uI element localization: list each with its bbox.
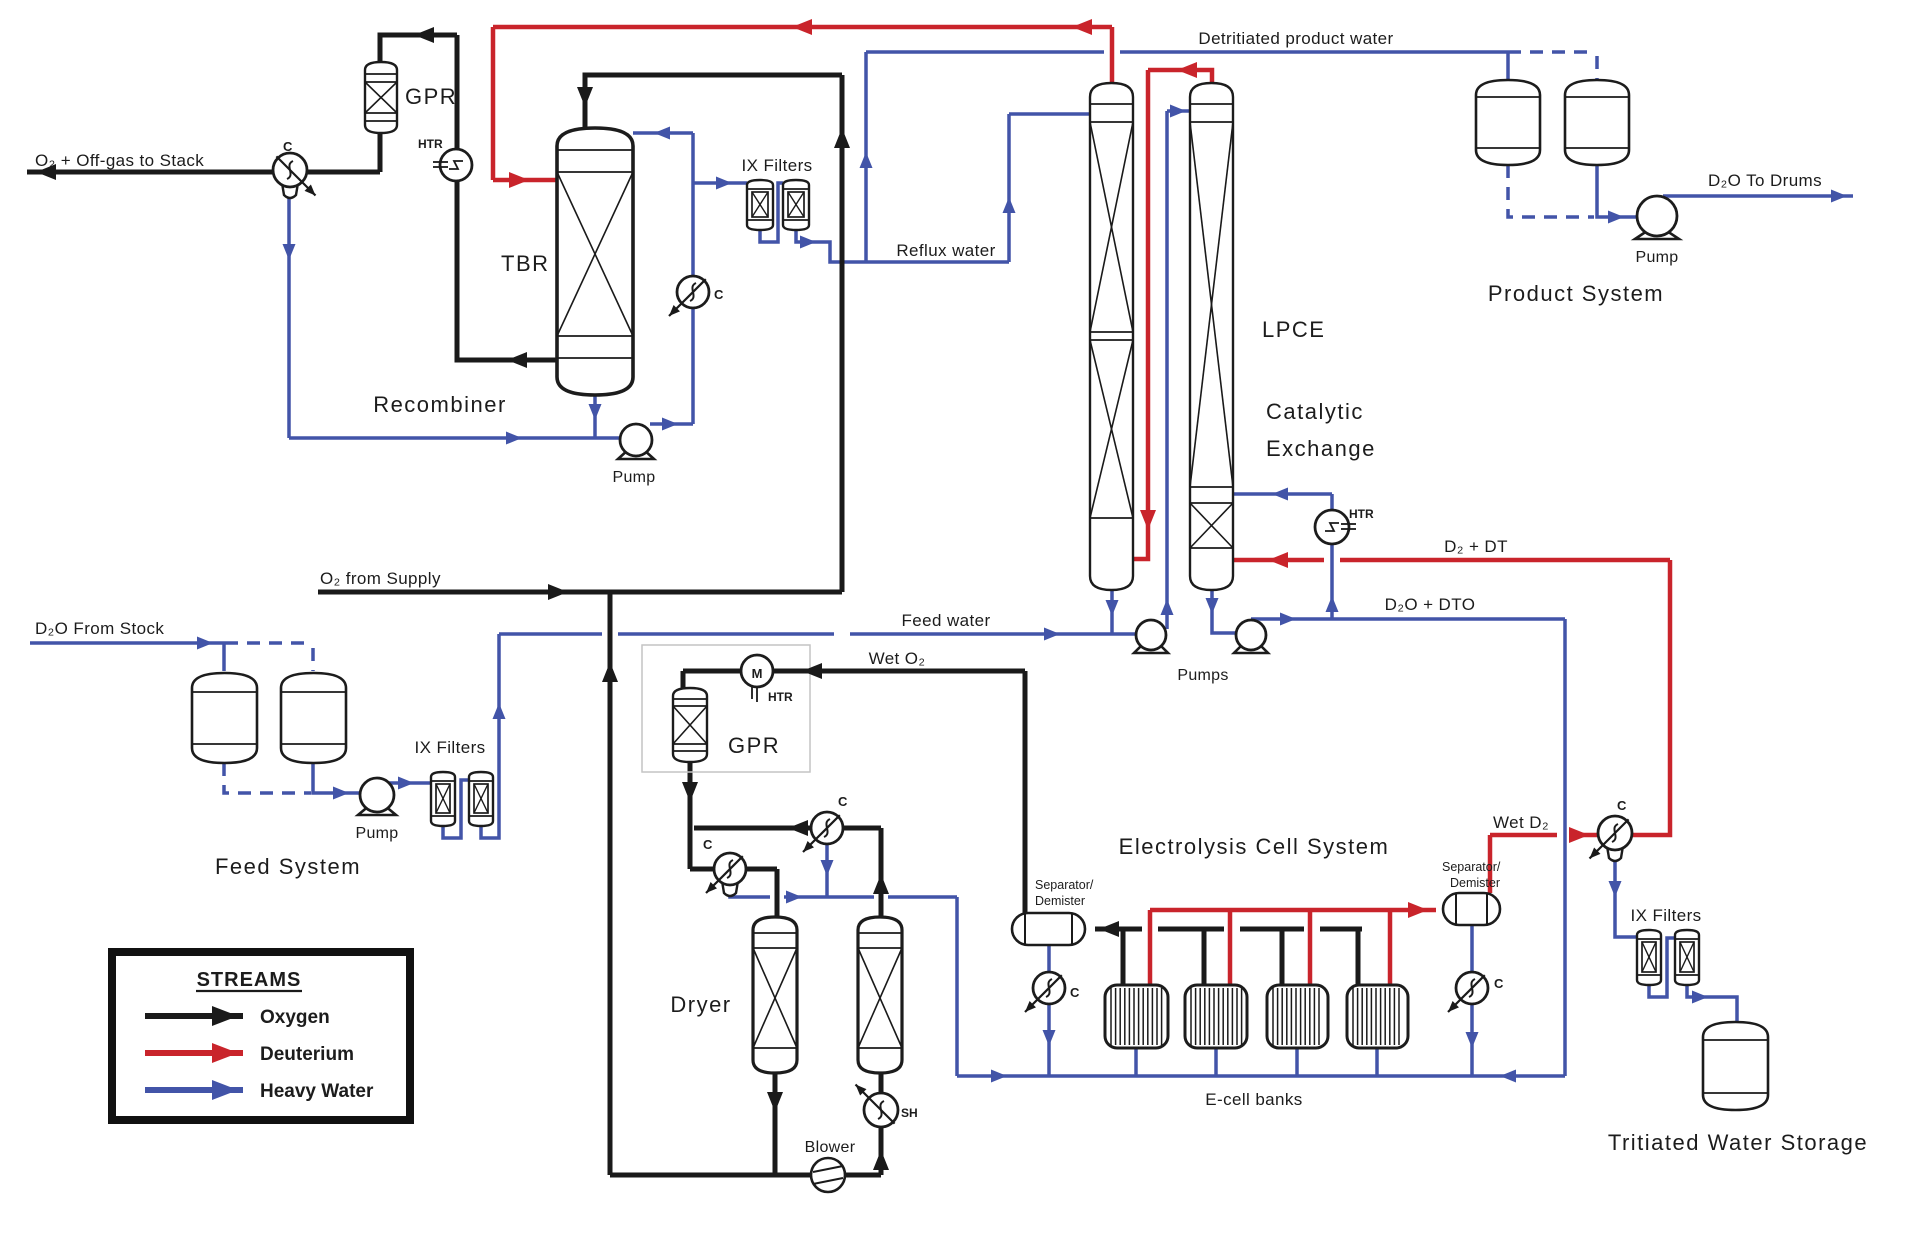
label-exchange: Exchange <box>1266 436 1376 461</box>
label-separator-right: Separator/ <box>1442 860 1501 874</box>
label-htr-top: HTR <box>418 137 443 151</box>
lpce-column-2 <box>1188 81 1235 592</box>
dryer-column-2 <box>856 915 904 1075</box>
e-cell-banks <box>1103 983 1410 1050</box>
heavy-water-lines <box>30 50 1853 1078</box>
htr-recombiner <box>433 147 474 183</box>
label-tbr: TBR <box>501 251 550 276</box>
label-gpr-top: GPR <box>405 84 457 109</box>
label-feed-water: Feed water <box>901 611 990 630</box>
label-reflux-water: Reflux water <box>896 241 995 260</box>
label-tritiated: Tritiated Water Storage <box>1608 1130 1868 1155</box>
label-separator-left: Separator/ <box>1035 878 1094 892</box>
label-ix-filters-trit: IX Filters <box>1630 906 1701 925</box>
label-blower: Blower <box>805 1139 856 1156</box>
label-demister-left: Demister <box>1035 894 1085 908</box>
label-demister-right: Demister <box>1450 876 1500 890</box>
feed-tank-2 <box>279 671 348 765</box>
label-pumps-lpce: Pumps <box>1177 667 1228 684</box>
product-tank-1 <box>1474 78 1542 167</box>
label-c-cooler1: C <box>283 139 293 154</box>
pump-feed <box>354 776 400 817</box>
ix-filters-tritiated <box>1635 928 1701 987</box>
equipment <box>190 60 1770 1194</box>
label-d2-dt: D₂ + DT <box>1444 537 1508 556</box>
label-gpr-mid: GPR <box>728 733 780 758</box>
cooler-ecell-left <box>1024 970 1067 1013</box>
tbr-column <box>555 126 635 397</box>
label-d2o-drums: D₂O To Drums <box>1708 171 1822 190</box>
label-o2-supply: O₂ from Supply <box>320 569 441 588</box>
cooler-wet-d2 <box>1588 814 1634 863</box>
separator-demister-left <box>1010 911 1087 947</box>
gpr-mid-vessel <box>671 686 709 764</box>
label-recombiner: Recombiner <box>373 392 507 417</box>
label-pump-product: Pump <box>1636 249 1679 266</box>
pump-product <box>1630 194 1684 241</box>
label-ix-filters-feed: IX Filters <box>414 738 485 757</box>
diagram-geometry <box>27 19 1853 1194</box>
cooler-stack <box>271 151 317 200</box>
lpce-column-1 <box>1088 81 1135 592</box>
label-d2o-stock: D₂O From Stock <box>35 619 164 638</box>
legend-item-oxygen: Oxygen <box>260 1007 330 1028</box>
legend-item-deuterium: Deuterium <box>260 1044 354 1065</box>
motor-heater-gpr <box>739 653 775 702</box>
label-c-trit: C <box>1617 798 1627 813</box>
ix-filters-feed <box>429 770 495 828</box>
label-catalytic: Catalytic <box>1266 399 1364 424</box>
deuterium-lines <box>490 24 1673 985</box>
label-c-gpr-b: C <box>703 837 713 852</box>
feed-tank-1 <box>190 671 259 765</box>
cooler-dryer-b <box>705 851 748 898</box>
label-lpce: LPCE <box>1262 317 1325 342</box>
streams-legend <box>108 948 414 1124</box>
label-c-cooler2: C <box>714 287 724 302</box>
tritiated-storage-tank <box>1701 1020 1770 1112</box>
pump-recombiner <box>614 422 658 461</box>
label-c-ecell-left: C <box>1070 985 1080 1000</box>
label-ix-filters-top: IX Filters <box>741 156 812 175</box>
label-ecell-banks: E-cell banks <box>1205 1090 1302 1109</box>
label-feed-system: Feed System <box>215 854 361 879</box>
htr-lpce <box>1313 508 1356 546</box>
label-pump-feed: Pump <box>356 825 399 842</box>
label-product-system: Product System <box>1488 281 1664 306</box>
blower <box>809 1156 847 1194</box>
label-d2o-dto: D₂O + DTO <box>1385 595 1476 614</box>
gpr-top-vessel <box>363 60 399 135</box>
label-c-ecell-right: C <box>1494 976 1504 991</box>
pump-lpce-2 <box>1230 618 1272 655</box>
diagram-labels: O₂ + Off-gas to Stack C GPR HTR TBR Reco… <box>35 29 1868 1156</box>
cooler-recombiner <box>668 274 711 317</box>
label-o2-offgas: O₂ + Off-gas to Stack <box>35 151 204 170</box>
label-htr-lpce: HTR <box>1349 507 1374 521</box>
label-wet-o2: Wet O₂ <box>869 649 926 668</box>
legend-item-heavy-water: Heavy Water <box>260 1081 374 1102</box>
label-sh: SH <box>901 1106 918 1120</box>
label-pump-recombiner: Pump <box>613 469 656 486</box>
label-m-motor: M <box>752 666 763 681</box>
label-wet-d2: Wet D₂ <box>1493 813 1549 832</box>
oxygen-lines <box>27 32 1362 1178</box>
superheater <box>854 1083 900 1129</box>
cooler-ecell-right <box>1447 970 1490 1013</box>
separator-demister-right <box>1441 891 1502 927</box>
label-electrolysis: Electrolysis Cell System <box>1119 834 1390 859</box>
product-tank-2 <box>1563 78 1631 167</box>
label-detritiated: Detritiated product water <box>1198 29 1393 48</box>
label-htr-motor: HTR <box>768 690 793 704</box>
cooler-dryer-a <box>802 810 845 853</box>
label-c-gpr-a: C <box>838 794 848 809</box>
flow-arrows <box>36 19 1847 1170</box>
label-dryer: Dryer <box>670 992 731 1017</box>
pump-lpce-1 <box>1130 618 1172 655</box>
legend-title: STREAMS <box>197 969 302 991</box>
ix-filters-top <box>745 178 811 232</box>
dryer-column-1 <box>751 915 799 1075</box>
